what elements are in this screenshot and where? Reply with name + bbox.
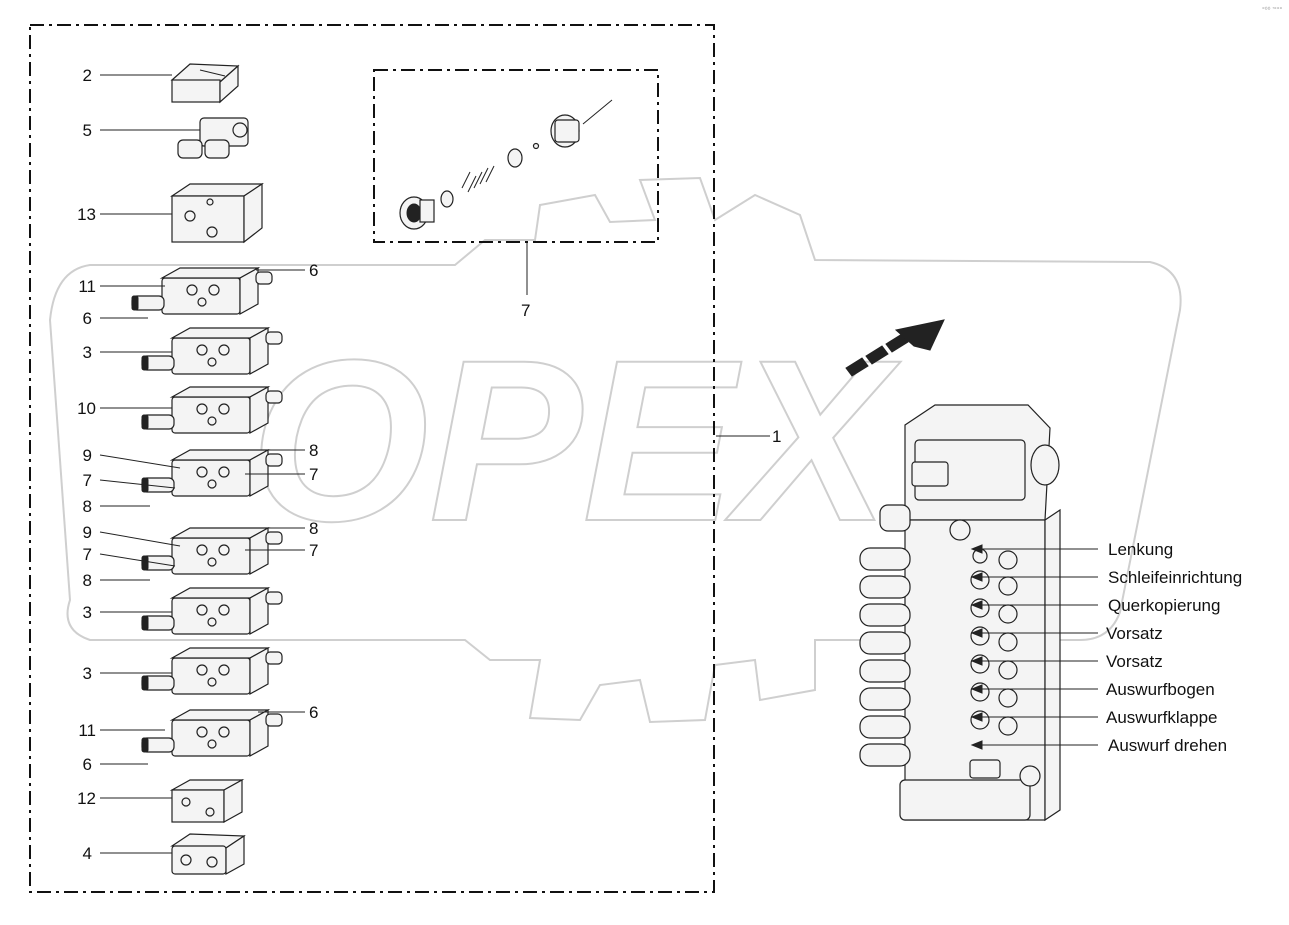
label-2: 2 bbox=[83, 66, 92, 85]
label-6b: 6 bbox=[83, 309, 92, 328]
label-6a: 6 bbox=[309, 261, 318, 280]
label-8c: 8 bbox=[83, 571, 92, 590]
function-label-querkopierung: Querkopierung bbox=[1108, 596, 1220, 615]
valve-part-5 bbox=[177, 117, 249, 159]
function-label-auswurfklappe: Auswurfklappe bbox=[1106, 708, 1218, 727]
label-8d: 8 bbox=[309, 519, 318, 538]
label-13: 13 bbox=[77, 205, 96, 224]
function-label-vorsatz-1: Vorsatz bbox=[1106, 624, 1163, 643]
label-9a: 9 bbox=[83, 446, 92, 465]
label-3a: 3 bbox=[83, 343, 92, 362]
function-label-auswurf-drehen: Auswurf drehen bbox=[1108, 736, 1227, 755]
exploded-leader-lines bbox=[99, 74, 770, 854]
function-labels: Lenkung Schleifeinrichtung Querkopierung… bbox=[1106, 540, 1242, 755]
label-assembly-1: 1 bbox=[772, 427, 781, 446]
valve-part-13 bbox=[170, 182, 264, 244]
valve-part-2 bbox=[170, 63, 240, 104]
label-7a: 7 bbox=[83, 471, 92, 490]
assembly-frame bbox=[29, 24, 715, 893]
spool-kit-parts bbox=[399, 99, 613, 230]
label-inset-7: 7 bbox=[521, 301, 530, 320]
label-9b: 9 bbox=[83, 523, 92, 542]
label-7b: 7 bbox=[309, 465, 318, 484]
image-stamp: °⁰⁰ ’°°° bbox=[1262, 6, 1283, 14]
label-12: 12 bbox=[77, 789, 96, 808]
valve-part-4 bbox=[170, 833, 246, 876]
valve-section-9b bbox=[141, 527, 283, 575]
label-11a: 11 bbox=[78, 277, 96, 296]
function-label-vorsatz-2: Vorsatz bbox=[1106, 652, 1163, 671]
label-8a: 8 bbox=[83, 497, 92, 516]
valve-section-11a bbox=[131, 267, 273, 315]
function-label-auswurfbogen: Auswurfbogen bbox=[1106, 680, 1215, 699]
label-6c: 6 bbox=[309, 703, 318, 722]
function-label-lenkung: Lenkung bbox=[1108, 540, 1173, 559]
label-6d: 6 bbox=[83, 755, 92, 774]
valve-section-10 bbox=[141, 386, 283, 434]
watermark-text: OPEX bbox=[250, 312, 901, 569]
label-10: 10 bbox=[77, 399, 96, 418]
opex-watermark: OPEX bbox=[48, 176, 1182, 724]
label-8b: 8 bbox=[309, 441, 318, 460]
inset-frame bbox=[373, 69, 659, 243]
direction-arrow bbox=[845, 319, 945, 377]
function-label-schleifeinrichtung: Schleifeinrichtung bbox=[1108, 568, 1242, 587]
exploded-part-numbers: 2 5 13 11 6 6 3 10 9 7 8 8 7 9 7 8 8 7 3… bbox=[77, 66, 781, 863]
valve-section-9a bbox=[141, 449, 283, 497]
label-3b: 3 bbox=[83, 603, 92, 622]
valve-part-12 bbox=[169, 778, 245, 824]
valve-section-3b bbox=[141, 587, 283, 635]
valve-section-3c bbox=[141, 647, 283, 695]
label-7d: 7 bbox=[309, 541, 318, 560]
valve-section-11b bbox=[141, 709, 283, 757]
valve-section-3a bbox=[141, 327, 283, 375]
function-arrows bbox=[970, 544, 1098, 750]
label-5: 5 bbox=[83, 121, 92, 140]
label-7c: 7 bbox=[83, 545, 92, 564]
label-3c: 3 bbox=[83, 664, 92, 683]
assembled-valve-block bbox=[859, 404, 1061, 822]
label-11b: 11 bbox=[78, 721, 96, 740]
label-4: 4 bbox=[83, 844, 92, 863]
